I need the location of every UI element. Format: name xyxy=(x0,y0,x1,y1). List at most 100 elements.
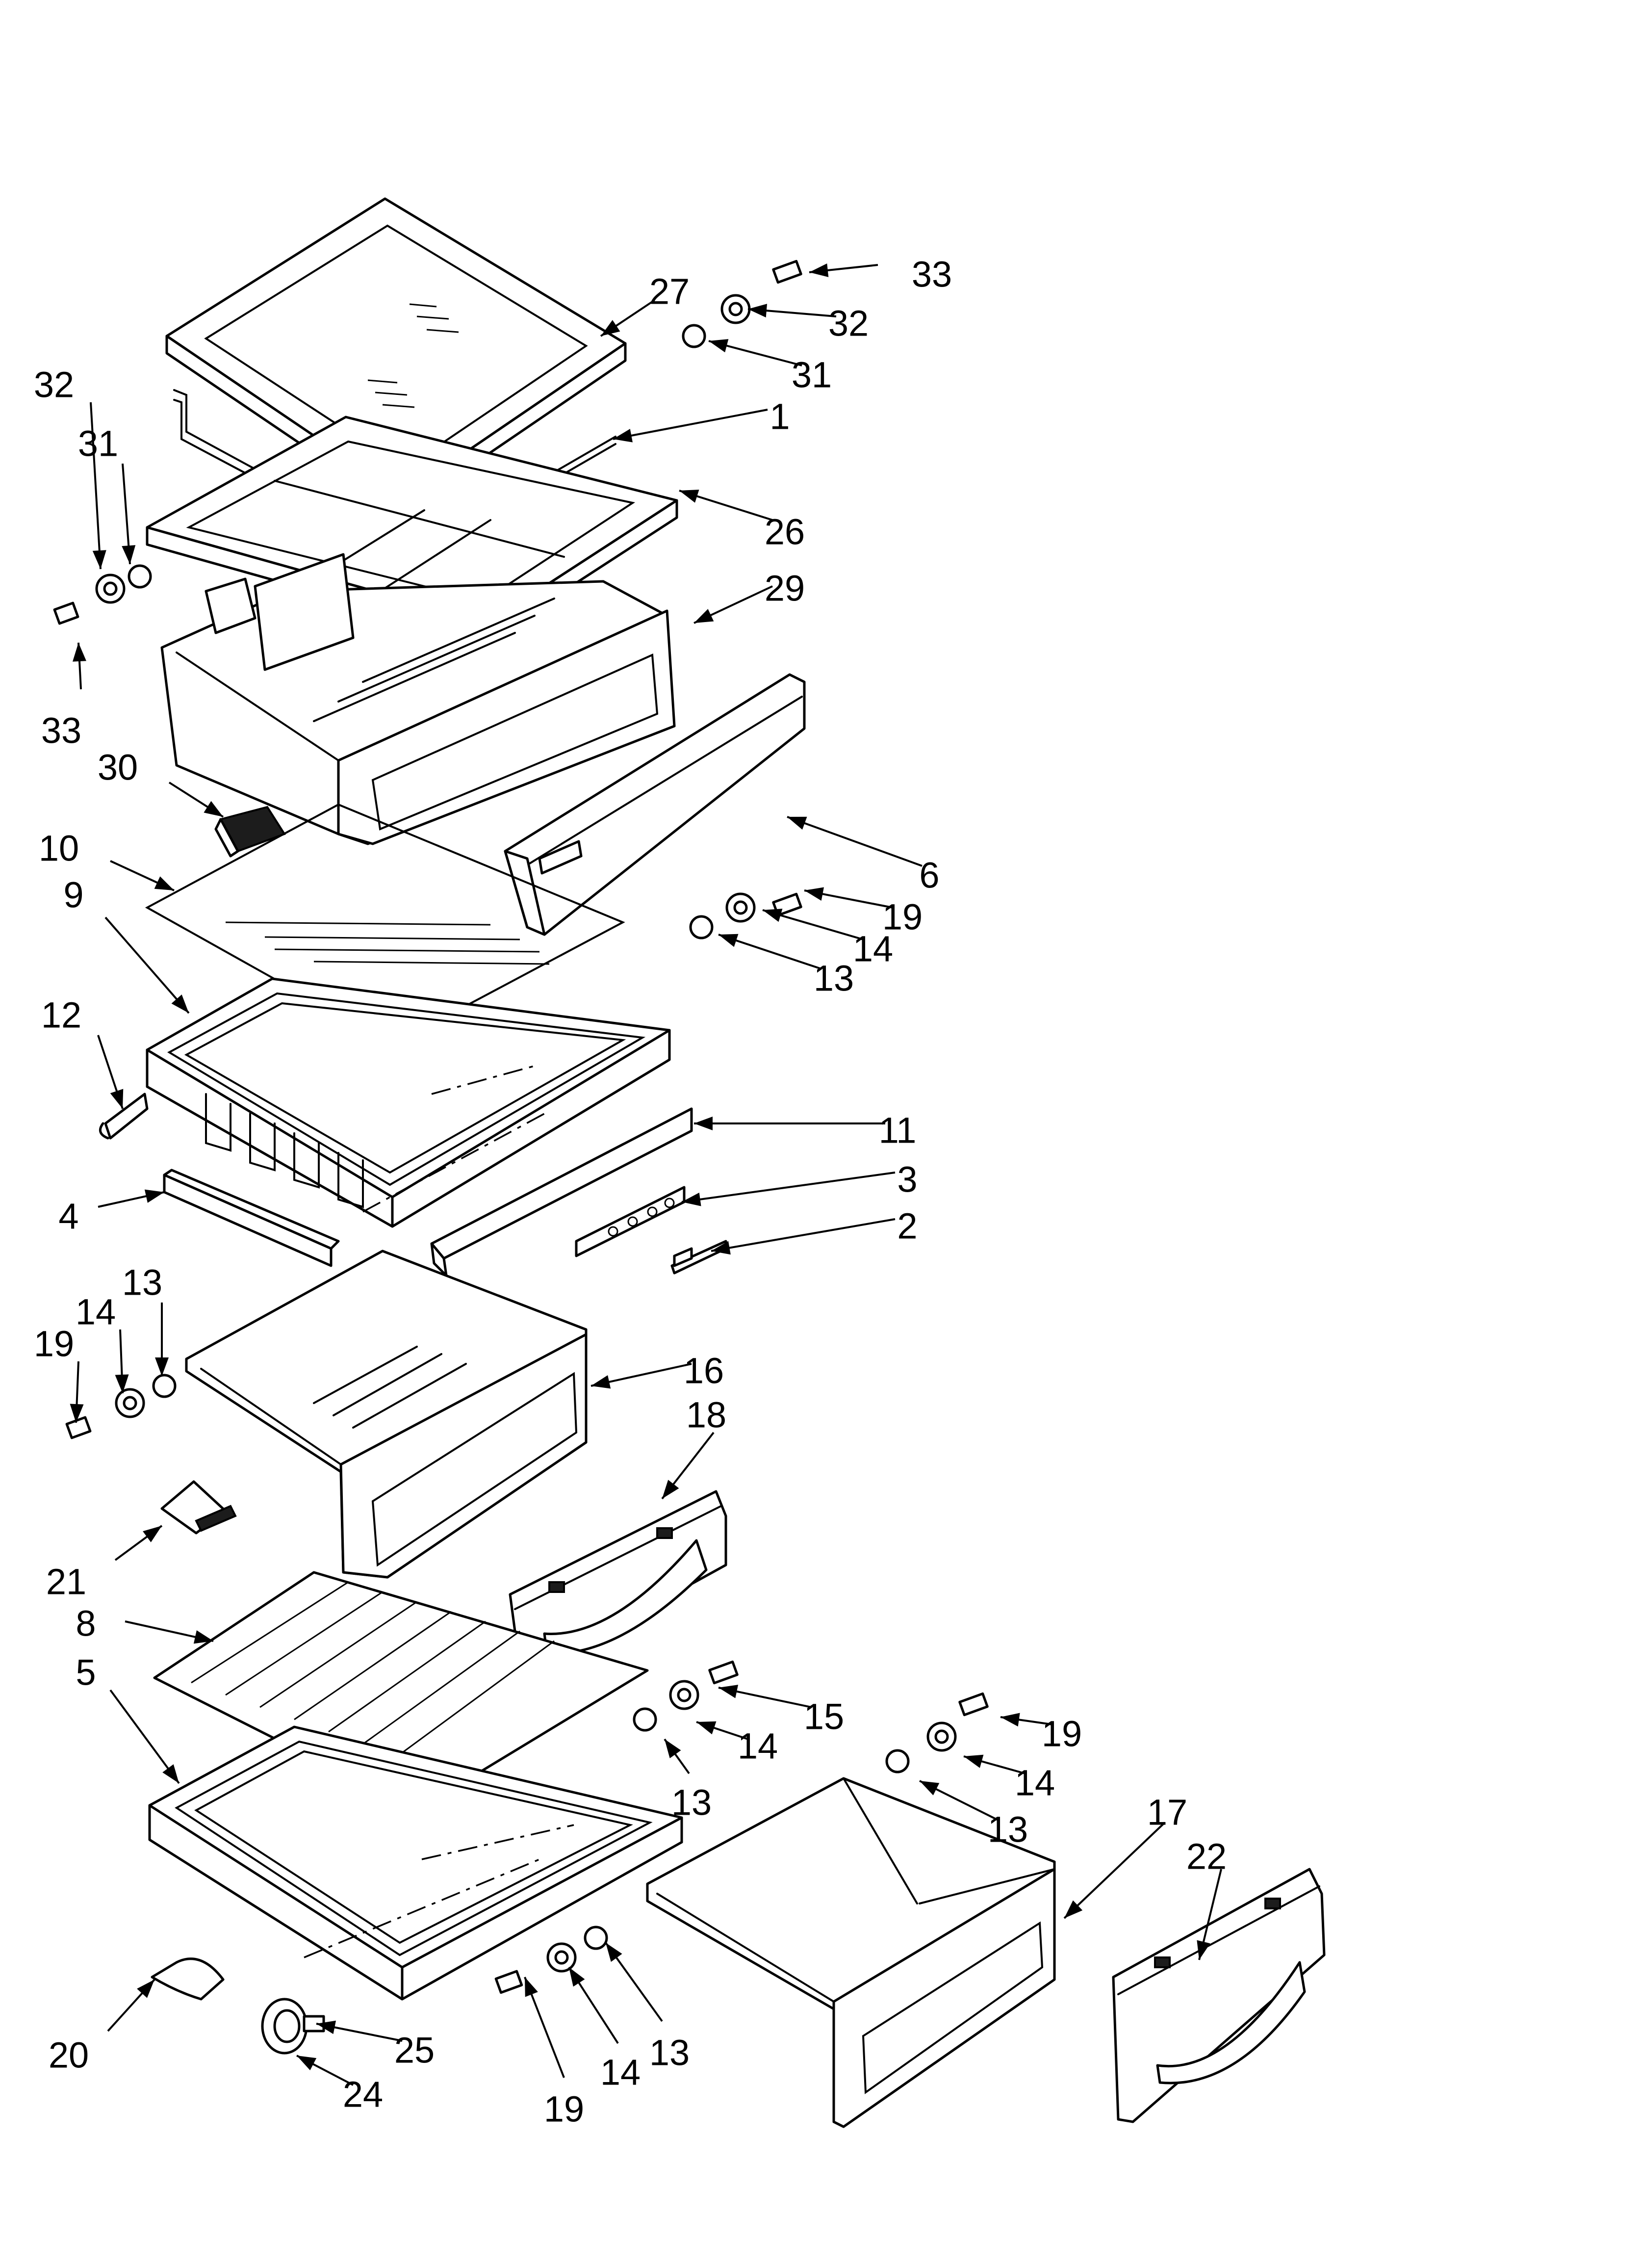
part-3-bracket xyxy=(575,1186,686,1257)
arrowhead xyxy=(711,1241,731,1255)
callout-c11: 11 xyxy=(694,1110,916,1151)
callout-c9: 9 xyxy=(63,875,190,1014)
arrowhead xyxy=(682,1192,701,1206)
callout-label: 33 xyxy=(912,254,952,295)
callout-c13c: 13 xyxy=(664,1738,712,1823)
callout-c20: 20 xyxy=(49,1979,155,2076)
callout-c14a: 14 xyxy=(762,909,893,969)
arrowhead xyxy=(787,816,807,830)
arrowhead xyxy=(154,876,174,890)
arrowhead xyxy=(525,1977,538,1997)
callout-c16: 16 xyxy=(590,1351,724,1391)
callout-c21: 21 xyxy=(46,1525,163,1602)
callout-c3: 3 xyxy=(681,1159,918,1206)
callout-label: 11 xyxy=(879,1110,917,1151)
arrowhead xyxy=(155,1357,169,1376)
arrowhead xyxy=(70,1404,84,1423)
callout-label: 31 xyxy=(792,355,832,395)
callout-c32b: 32 xyxy=(34,365,106,570)
arrowhead xyxy=(569,1967,585,1987)
callout-c19d: 19 xyxy=(524,1977,584,2130)
leader-line xyxy=(711,1218,896,1252)
callout-label: 3 xyxy=(897,1159,917,1200)
arrowhead xyxy=(137,1980,154,1998)
callout-c33a: 33 xyxy=(809,254,952,295)
callout-label: 6 xyxy=(919,855,939,896)
callout-c26: 26 xyxy=(679,490,805,552)
callout-label: 29 xyxy=(765,568,805,609)
arrowhead xyxy=(193,1630,213,1644)
callout-label: 8 xyxy=(76,1603,96,1644)
callout-label: 13 xyxy=(671,1782,712,1823)
arrowhead xyxy=(110,1089,124,1109)
callout-c5: 5 xyxy=(76,1652,180,1784)
part-16-deli-drawer xyxy=(185,1250,588,1579)
callout-label: 12 xyxy=(41,995,81,1036)
callout-c27: 27 xyxy=(600,271,690,337)
leader-line xyxy=(109,1689,180,1784)
callout-label: 14 xyxy=(76,1292,116,1332)
callout-label: 18 xyxy=(686,1395,726,1435)
arrowhead xyxy=(613,429,633,443)
callout-label: 19 xyxy=(544,2089,584,2130)
part-30-bracket xyxy=(214,806,286,858)
arrowhead xyxy=(718,934,739,947)
callout-c29: 29 xyxy=(693,568,805,624)
callout-c19a: 19 xyxy=(804,887,923,938)
arrowhead xyxy=(73,643,86,662)
callout-c14b: 14 xyxy=(76,1292,129,1394)
arrowhead xyxy=(92,550,106,569)
callout-c10: 10 xyxy=(39,828,175,891)
arrowhead xyxy=(804,887,824,901)
arrowhead xyxy=(171,994,189,1013)
callout-c2: 2 xyxy=(711,1206,918,1255)
leader-line xyxy=(787,816,923,867)
callout-c22: 22 xyxy=(1186,1836,1227,1960)
callout-label: 19 xyxy=(1042,1714,1082,1754)
arrowhead xyxy=(297,2056,317,2070)
callout-label: 24 xyxy=(343,2074,383,2115)
callout-label: 4 xyxy=(58,1196,78,1237)
arrowhead xyxy=(143,1526,162,1542)
leader-line xyxy=(104,916,190,1014)
callout-label: 19 xyxy=(34,1324,74,1364)
callout-c13a: 13 xyxy=(718,934,854,999)
callout-c6: 6 xyxy=(787,816,940,896)
callout-label: 31 xyxy=(78,423,118,464)
callout-c30: 30 xyxy=(98,747,224,818)
callout-label: 19 xyxy=(882,897,923,938)
callout-label: 32 xyxy=(828,303,869,344)
callout-label: 32 xyxy=(34,365,74,405)
arrowhead xyxy=(1064,1900,1083,1918)
callout-c12: 12 xyxy=(41,995,124,1109)
part-12-glide xyxy=(99,1093,149,1140)
arrowhead xyxy=(748,304,768,318)
callout-label: 27 xyxy=(649,271,690,312)
callout-label: 10 xyxy=(39,828,79,869)
arrowhead xyxy=(920,1781,940,1796)
callout-label: 33 xyxy=(41,710,81,751)
part-22-drawer-front xyxy=(1112,1868,1326,2123)
callout-label: 2 xyxy=(897,1206,917,1247)
arrowhead xyxy=(763,909,783,922)
arrowhead xyxy=(964,1754,984,1768)
part-17-lower-drawer xyxy=(646,1777,1056,2128)
part-21-clip xyxy=(160,1480,237,1535)
callout-c14d: 14 xyxy=(963,1754,1055,1803)
part-18-drawer-front xyxy=(509,1490,727,1672)
part-24-roller xyxy=(261,1998,308,2055)
callout-label: 5 xyxy=(76,1652,96,1693)
arrowhead xyxy=(204,801,223,817)
callout-c17: 17 xyxy=(1063,1792,1187,1919)
arrowhead xyxy=(162,1764,179,1783)
callout-label: 20 xyxy=(49,2035,89,2076)
callout-c8: 8 xyxy=(76,1603,214,1644)
part-6-crisper-cover xyxy=(504,673,806,936)
arrowhead xyxy=(696,1721,717,1735)
callout-label: 14 xyxy=(1015,1763,1055,1803)
arrowhead xyxy=(122,545,136,564)
callout-c24: 24 xyxy=(296,2055,383,2115)
leader-line xyxy=(1063,1822,1166,1919)
callout-c31a: 31 xyxy=(708,339,832,395)
